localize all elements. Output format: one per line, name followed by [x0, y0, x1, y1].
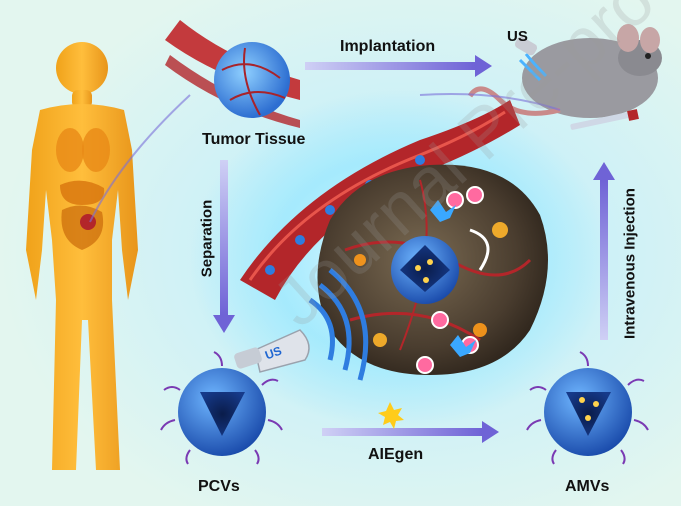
mouse-connector: [419, 93, 561, 111]
connector-curve: [89, 94, 191, 223]
pcvs-label: PCVs: [198, 478, 240, 495]
pcvs-vesicle: [160, 351, 283, 465]
intravenous-injection-label: Intravenous Injection: [621, 188, 639, 339]
ultrasound-probe: [234, 329, 310, 373]
tumor-tissue-label: Tumor Tissue: [202, 131, 306, 148]
mouse-illustration: [467, 24, 662, 130]
tumor-tissue-illustration: [165, 20, 300, 128]
aiegen-label: AIEgen: [368, 446, 424, 463]
vesicle-in-tumor: [391, 236, 459, 304]
separation-arrow: [213, 160, 235, 333]
implantation-arrow: [305, 55, 492, 77]
implantation-label: Implantation: [340, 38, 436, 55]
us-top-label: US: [507, 28, 528, 45]
internal-organs: [56, 128, 110, 250]
human-body-silhouette: [26, 42, 138, 470]
amvs-label: AMVs: [565, 478, 610, 495]
separation-label: Separation: [198, 199, 216, 278]
intravenous-injection-arrow: [593, 162, 615, 340]
amvs-vesicle: [526, 351, 649, 465]
ultrasound-waves: [308, 268, 369, 381]
aiegen-molecule-icon: [378, 402, 404, 429]
aiegen-arrow: [322, 421, 499, 443]
